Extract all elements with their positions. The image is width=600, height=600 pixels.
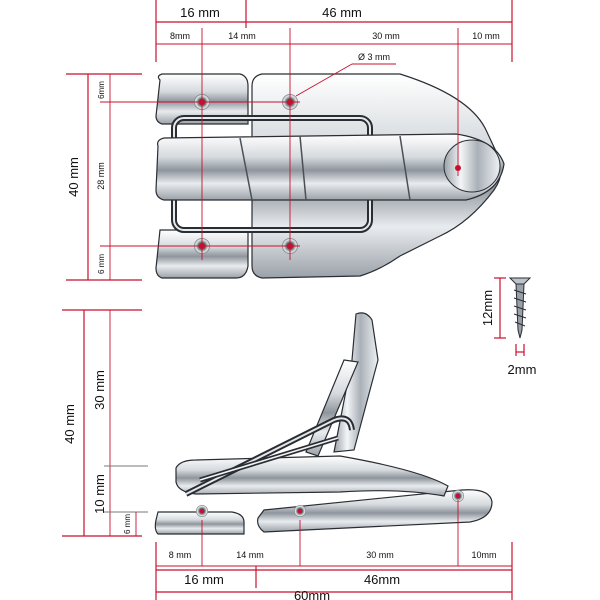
dim-30mm-label: 30 mm [372,31,400,41]
side-dim-14mm-label: 14 mm [236,550,264,560]
side-dim-60mm-label: 60mm [294,588,330,600]
top-view-latch [155,73,505,279]
dim-8mm-label: 8mm [170,31,190,41]
hole-diameter-label: Ø 3 mm [358,52,390,62]
side-v-6mm-label: 6 mm [123,514,132,534]
top-view-dimensions: 16 mm 46 mm 8mm 14 mm 30 mm 10 mm Ø 3 mm… [66,0,513,281]
v-6mm-top-label: 6mm [97,81,106,99]
screw-illustration: 12mm 2mm [480,277,537,377]
side-dim-30mm-label: 30 mm [366,550,394,560]
side-height-40mm-label: 40 mm [62,404,77,444]
side-v-10mm-label: 10 mm [92,474,107,514]
side-dim-10mm-label: 10mm [471,550,496,560]
height-40mm-label: 40 mm [66,157,81,197]
side-view-latch [154,312,493,535]
dim-46mm-label: 46 mm [322,5,362,20]
v-28mm-label: 28 mm [96,162,106,190]
v-6mm-bottom-label: 6 mm [97,254,106,274]
dim-10mm-label: 10 mm [472,31,500,41]
screw-length-label: 12mm [480,290,495,326]
side-view-dimensions: 40 mm 30 mm 10 mm 6 mm 8 mm 14 mm 30 mm … [62,309,513,600]
side-dim-46mm-label: 46mm [364,572,400,587]
side-dim-16mm-label: 16 mm [184,572,224,587]
side-v-30mm-label: 30 mm [92,370,107,410]
dim-16mm-label: 16 mm [180,5,220,20]
dim-14mm-label: 14 mm [228,31,256,41]
side-dim-8mm-label: 8 mm [169,550,192,560]
screw-diameter-label: 2mm [508,362,537,377]
